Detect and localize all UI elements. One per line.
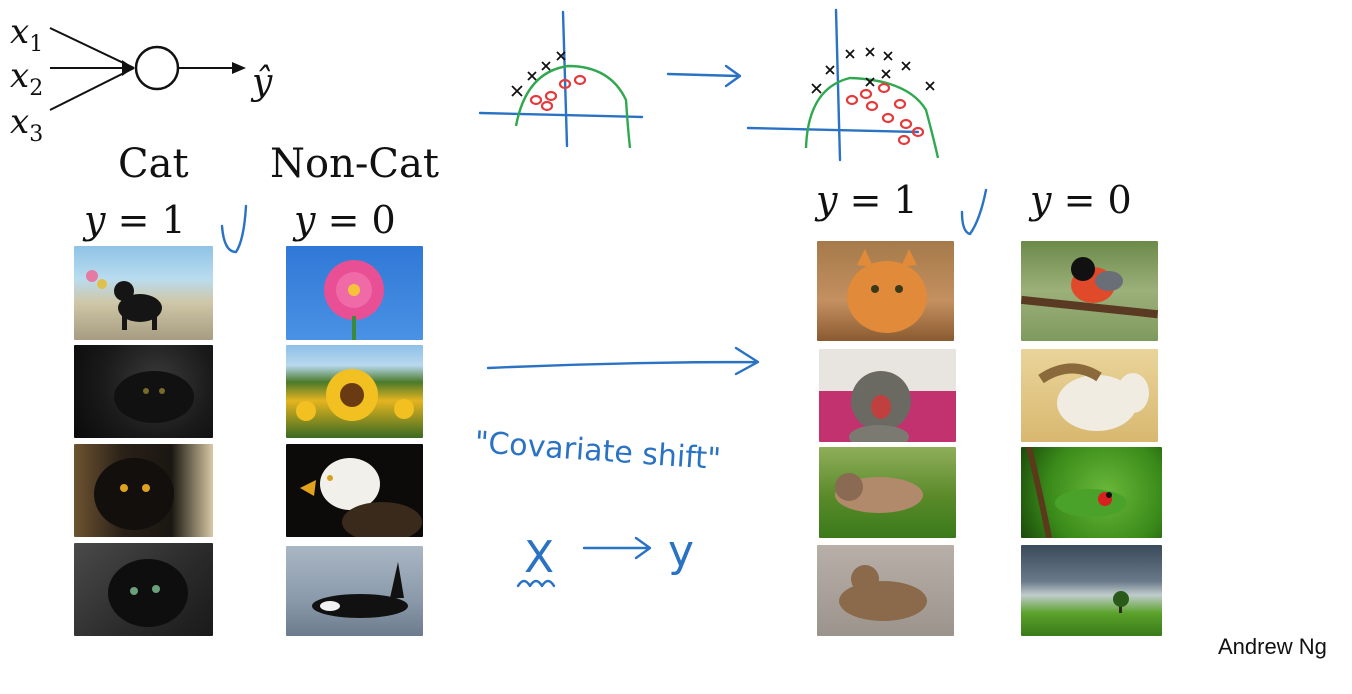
photo-ladybug-leaf bbox=[1021, 447, 1162, 538]
photo-black-cat-on-wall bbox=[74, 246, 213, 340]
right-noncat-equation: y = 0 bbox=[1030, 178, 1132, 222]
photo-sunflowers bbox=[286, 345, 423, 438]
left-cat-equation: y = 1 bbox=[84, 198, 186, 242]
plot-before-boundary bbox=[514, 64, 632, 149]
photo-black-longhair-cat bbox=[74, 345, 213, 438]
cat-heading: Cat bbox=[118, 141, 189, 187]
input-x2: x2 bbox=[10, 56, 44, 101]
photo-black-kitten bbox=[74, 543, 213, 636]
photo-tabby-on-gravel bbox=[817, 545, 954, 636]
photo-cat-on-grass bbox=[819, 447, 956, 538]
plot-after bbox=[746, 8, 940, 162]
photo-orange-tabby bbox=[817, 241, 954, 341]
input-arrowhead bbox=[122, 60, 134, 76]
photo-tree-storm bbox=[1021, 545, 1162, 636]
photo-pink-flower bbox=[286, 246, 423, 340]
checkmark-left bbox=[220, 204, 248, 254]
domain-shift-arrow bbox=[486, 346, 760, 376]
plot-before-positives bbox=[529, 74, 587, 112]
photo-bullfinch bbox=[1021, 241, 1158, 341]
input-edge-1 bbox=[49, 27, 135, 69]
plot-before-x-axis bbox=[478, 111, 644, 119]
plot-after-boundary bbox=[804, 76, 940, 159]
photo-orca bbox=[286, 546, 423, 636]
plot-transition-arrow bbox=[666, 64, 742, 88]
mapping-y: y bbox=[668, 526, 694, 577]
checkmark-right bbox=[960, 188, 988, 236]
covariate-shift-label: "Covariate shift" bbox=[473, 425, 721, 477]
output-arrowhead bbox=[232, 62, 246, 74]
neuron-diagram bbox=[49, 27, 246, 111]
photo-black-cat-yellow-eyes bbox=[74, 444, 213, 537]
photo-yawning-cat bbox=[819, 349, 956, 442]
photo-horse bbox=[1021, 349, 1158, 442]
mapping-x-underline bbox=[516, 579, 556, 588]
plot-after-x-axis bbox=[746, 126, 920, 134]
input-x1: x1 bbox=[10, 12, 44, 57]
plot-after-y-axis bbox=[834, 8, 842, 162]
noncat-heading: Non-Cat bbox=[270, 141, 439, 187]
mapping-x: X bbox=[524, 532, 554, 583]
input-x3: x3 bbox=[10, 102, 44, 147]
input-edge-3 bbox=[49, 67, 135, 111]
plot-before-negatives bbox=[511, 51, 566, 97]
output-yhat: ŷ bbox=[252, 62, 273, 103]
photo-bald-eagle bbox=[286, 444, 423, 537]
right-cat-equation: y = 1 bbox=[816, 178, 918, 222]
plot-before bbox=[478, 10, 644, 149]
author-credit: Andrew Ng bbox=[1218, 634, 1327, 659]
plot-after-negatives bbox=[811, 47, 935, 94]
mapping-arrow bbox=[582, 536, 652, 560]
left-noncat-equation: y = 0 bbox=[294, 198, 396, 242]
plot-after-positives bbox=[845, 82, 925, 146]
